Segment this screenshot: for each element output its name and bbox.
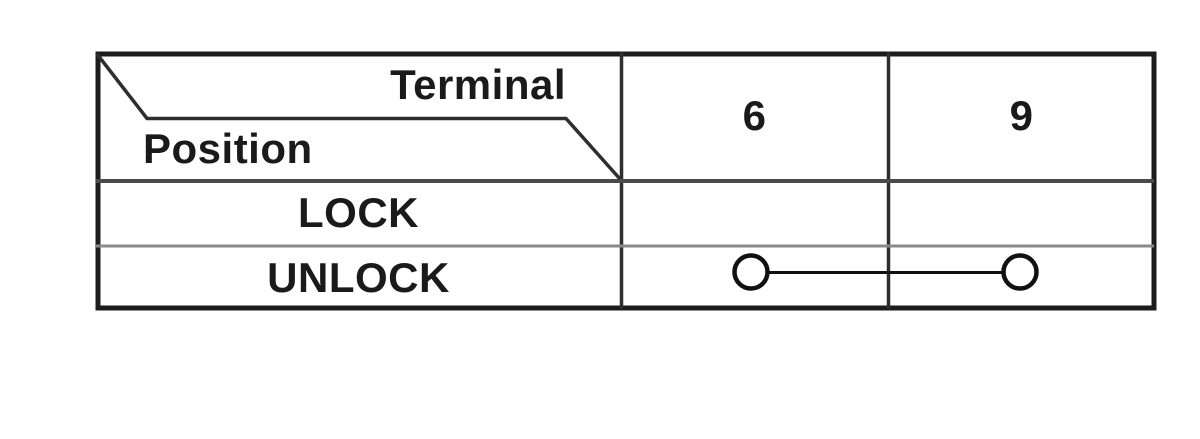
row-header-lock: LOCK [298, 189, 419, 236]
corner-position-label: Position [143, 125, 313, 172]
column-header-terminal-6: 6 [742, 92, 767, 139]
corner-terminal-label: Terminal [390, 61, 566, 108]
row-header-unlock: UNLOCK [267, 253, 450, 301]
continuity-symbol-unlock-6-9 [732, 253, 1039, 291]
column-header-terminal-9: 9 [1009, 92, 1034, 139]
corner-diagonal-divider [95, 52, 622, 181]
continuity-circle-terminal-9 [1001, 253, 1039, 291]
continuity-circle-terminal-6 [732, 253, 770, 291]
